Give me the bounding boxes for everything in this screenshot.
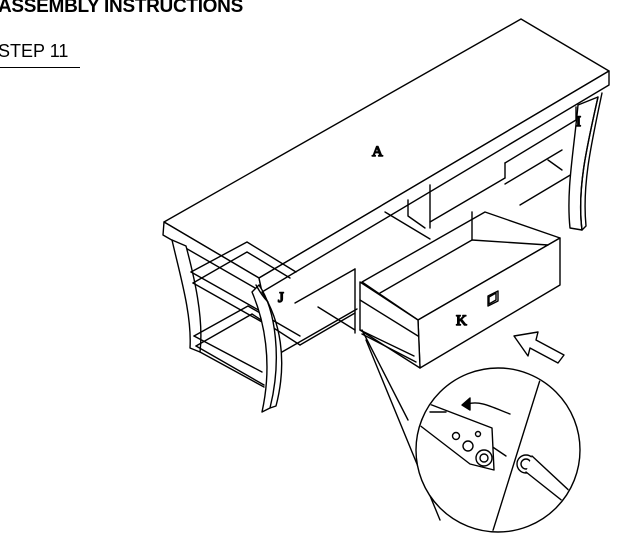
part-label-i: I bbox=[576, 114, 581, 130]
left-leg-panel bbox=[251, 284, 283, 413]
detail-magnified-view bbox=[415, 367, 581, 533]
part-label-j: J bbox=[278, 290, 284, 306]
drawer-panel bbox=[359, 211, 561, 369]
step-label: STEP 11 bbox=[0, 41, 69, 61]
part-label-k: K bbox=[456, 313, 467, 329]
push-direction-arrow-icon bbox=[513, 331, 565, 364]
page-title: ASSEMBLY INSTRUCTIONS bbox=[0, 0, 243, 17]
part-label-a: A bbox=[372, 144, 383, 160]
right-leg-panel bbox=[568, 92, 603, 231]
left-shelves bbox=[190, 241, 358, 388]
tabletop-panel bbox=[162, 18, 610, 293]
step-underline bbox=[0, 67, 80, 68]
